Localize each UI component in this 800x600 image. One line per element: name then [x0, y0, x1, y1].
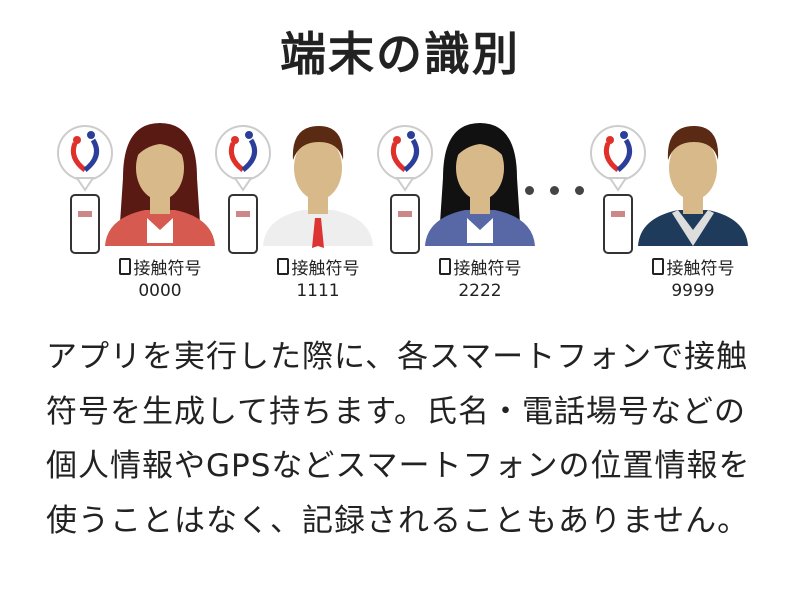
phone-icon: [118, 258, 131, 275]
code-label: 接触符号: [453, 259, 522, 279]
page-title: 端末の識別: [280, 27, 520, 81]
contact-code-label: 接触符号 2222: [415, 258, 545, 302]
person-group: 接触符号 2222: [375, 118, 550, 303]
smartphone-icon: [228, 194, 258, 254]
ellipsis-dots: [525, 180, 600, 199]
phone-icon: [438, 258, 451, 275]
person-group: 接触符号 9999: [588, 118, 763, 303]
contact-code: 1111: [296, 281, 340, 301]
person-illustration: [215, 125, 373, 254]
contact-code-label: 接触符号 1111: [253, 258, 383, 302]
contact-code: 2222: [458, 281, 502, 301]
contact-code: 9999: [671, 281, 715, 301]
person-illustration: [57, 123, 215, 254]
phone-icon: [651, 258, 664, 275]
contact-code: 0000: [138, 281, 182, 301]
smartphone-icon: [603, 194, 633, 254]
app-logo-bubble-icon: [590, 125, 646, 192]
smartphone-icon: [390, 194, 420, 254]
app-logo-bubble-icon: [57, 125, 113, 192]
phone-icon: [276, 258, 289, 275]
code-label: 接触符号: [291, 259, 360, 279]
person-group: 接触符号 0000: [55, 118, 230, 303]
description-text: アプリを実行した際に、各スマートフォンで接触符号を生成して持ちます。氏名・電話場…: [46, 339, 751, 539]
app-logo-bubble-icon: [377, 125, 433, 192]
smartphone-icon: [70, 194, 100, 254]
app-logo-bubble-icon: [215, 125, 271, 192]
person-group: 接触符号 1111: [213, 118, 388, 303]
person-illustration: [590, 125, 748, 254]
code-label: 接触符号: [133, 259, 202, 279]
person-illustration: [377, 123, 535, 254]
contact-code-label: 接触符号 9999: [628, 258, 758, 302]
contact-code-label: 接触符号 0000: [95, 258, 225, 302]
code-label: 接触符号: [666, 259, 735, 279]
